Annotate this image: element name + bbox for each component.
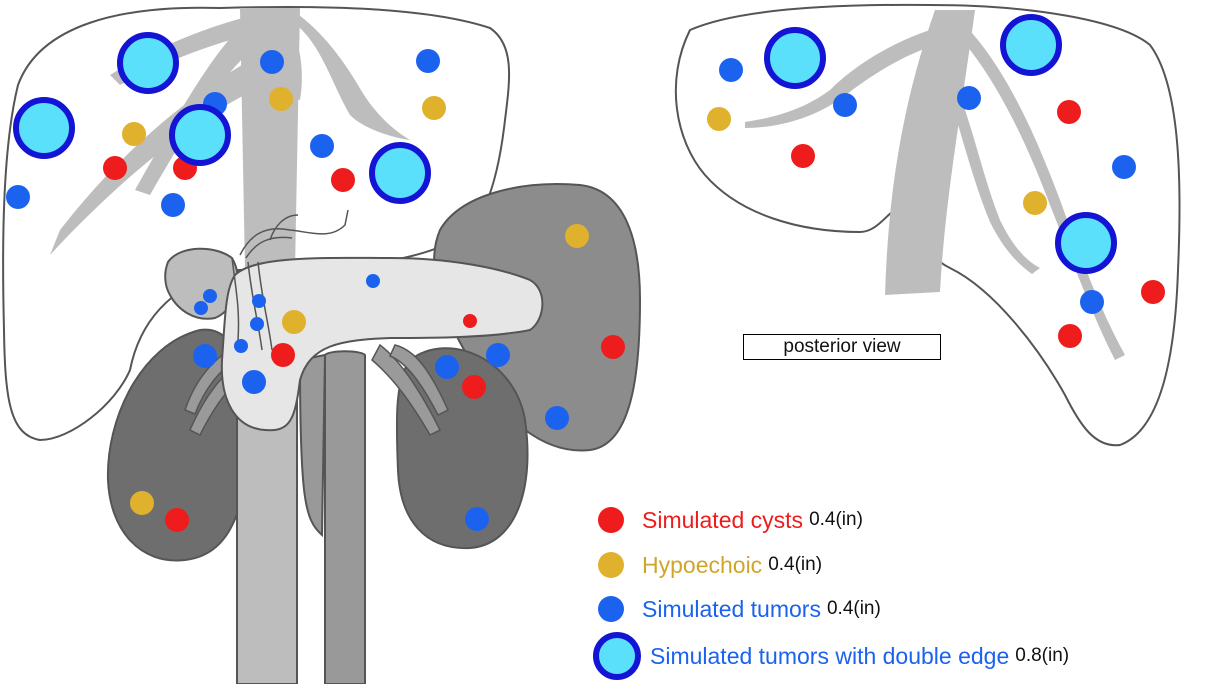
legend-label-tumors: Simulated tumors — [642, 595, 821, 622]
legend-size-double-edge: 0.8(in) — [1015, 645, 1070, 666]
legend-label-cysts: Simulated cysts — [642, 506, 804, 533]
tumor-marker — [194, 301, 208, 315]
double-edge-tumor-marker — [369, 142, 431, 204]
legend-item-tumors: Simulated tumors 0.4(in) — [596, 589, 881, 629]
tumor-marker — [310, 134, 334, 158]
cyst-marker — [1141, 280, 1165, 304]
tumor-marker — [161, 193, 185, 217]
tumor-marker — [1112, 155, 1136, 179]
double-edge-ring-icon — [592, 631, 642, 681]
tumor-marker — [366, 274, 380, 288]
double-edge-tumor-marker — [1055, 212, 1117, 274]
double-edge-tumor-marker — [764, 27, 826, 89]
cyst-marker — [271, 343, 295, 367]
hypoechoic-marker — [122, 122, 146, 146]
aorta — [324, 350, 366, 685]
legend-item-cysts: Simulated cysts 0.4(in) — [596, 500, 863, 540]
tumor-marker — [260, 50, 284, 74]
anterior-lesions — [6, 32, 625, 532]
cyst-marker — [1057, 100, 1081, 124]
double-edge-tumor-marker — [117, 32, 179, 94]
tumor-marker — [242, 370, 266, 394]
anterior-view — [2, 6, 642, 685]
legend-item-hypoechoic: Hypoechoic 0.4(in) — [596, 545, 822, 585]
hypoechoic-marker — [1023, 191, 1047, 215]
tumor-marker — [416, 49, 440, 73]
cyst-marker — [463, 314, 477, 328]
legend-size-tumors: 0.4(in) — [826, 598, 881, 619]
cyst-marker — [165, 508, 189, 532]
tumor-marker — [1080, 290, 1104, 314]
cyst-marker — [331, 168, 355, 192]
tumor-marker — [486, 343, 510, 367]
cyst-marker — [1058, 324, 1082, 348]
legend-size-cysts: 0.4(in) — [809, 509, 863, 530]
tumor-marker — [545, 406, 569, 430]
hypoechoic-marker — [130, 491, 154, 515]
cyst-marker — [791, 144, 815, 168]
tumor-marker — [193, 344, 217, 368]
bile-ducts — [231, 209, 349, 351]
hypoechoic-marker — [565, 224, 589, 248]
cyst-marker — [601, 335, 625, 359]
tumor-marker — [6, 185, 30, 209]
hypoechoic-marker — [422, 96, 446, 120]
tumor-marker — [203, 289, 217, 303]
red-dot-icon — [596, 505, 626, 535]
tumor-marker — [250, 317, 264, 331]
blue-dot-icon — [596, 594, 626, 624]
posterior-vessels — [745, 10, 1125, 360]
pancreas — [220, 256, 544, 432]
tumor-marker — [252, 294, 266, 308]
posterior-lesions — [707, 14, 1165, 348]
tumor-marker — [957, 86, 981, 110]
tumor-marker — [465, 507, 489, 531]
hypoechoic-marker — [707, 107, 731, 131]
double-edge-tumor-marker — [13, 97, 75, 159]
posterior-view — [674, 3, 1181, 447]
cyst-marker — [462, 375, 486, 399]
hypoechoic-marker — [269, 87, 293, 111]
yellow-dot-icon — [596, 550, 626, 580]
tumor-marker — [833, 93, 857, 117]
legend-label-hypoechoic: Hypoechoic — [642, 551, 763, 578]
legend-size-hypoechoic: 0.4(in) — [768, 554, 823, 575]
tumor-marker — [719, 58, 743, 82]
posterior-view-label: posterior view — [743, 334, 941, 360]
cyst-marker — [103, 156, 127, 180]
gallbladder — [164, 247, 239, 320]
double-edge-tumor-marker — [1000, 14, 1062, 76]
tumor-marker — [234, 339, 248, 353]
legend-item-double-edge: Simulated tumors with double edge 0.8(in… — [593, 632, 1070, 680]
hypoechoic-marker — [282, 310, 306, 334]
tumor-marker — [435, 355, 459, 379]
legend-label-double-edge: Simulated tumors with double edge — [650, 642, 1010, 669]
double-edge-tumor-marker — [169, 104, 231, 166]
vena-cava — [236, 394, 298, 685]
